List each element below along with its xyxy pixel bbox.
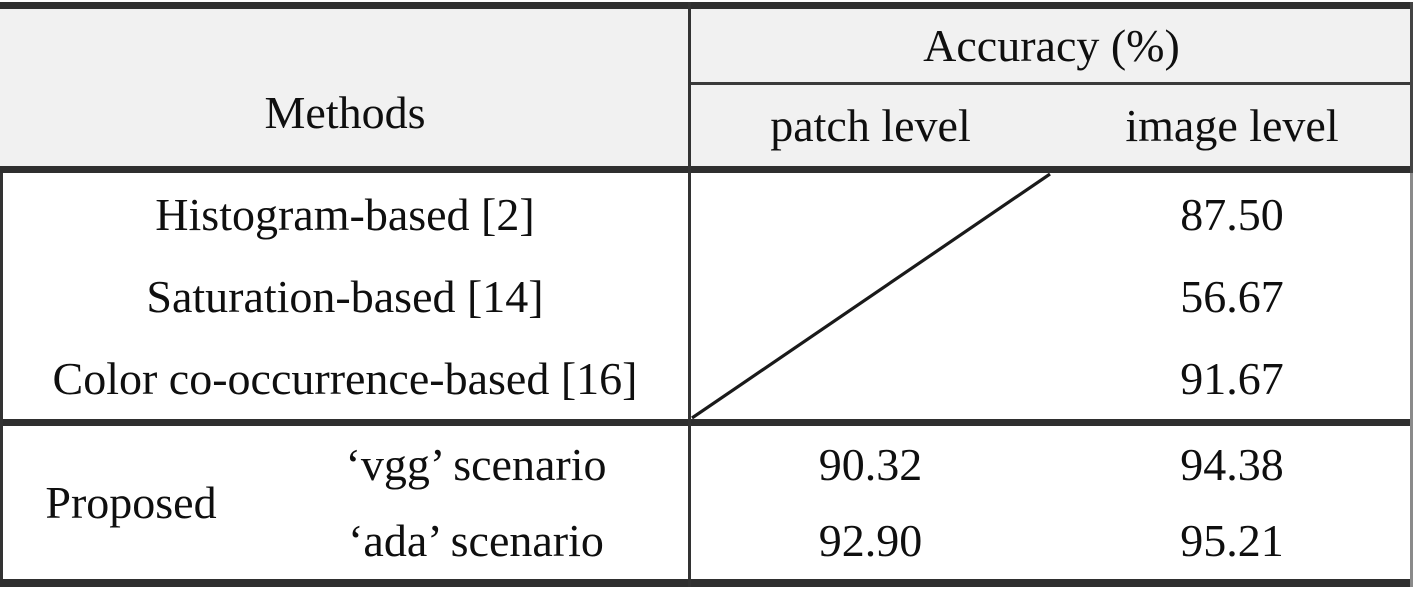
group-separator-rule bbox=[0, 419, 1413, 426]
method-name-cell: Saturation-based [14] bbox=[0, 255, 690, 337]
methods-header-label: Methods bbox=[264, 87, 426, 138]
header-bottom-rule bbox=[0, 166, 1413, 173]
accuracy-header-label: Accuracy (%) bbox=[923, 20, 1180, 71]
image-level-header-cell: image level bbox=[1051, 85, 1413, 166]
image-level-value-cell: 87.50 bbox=[1051, 173, 1413, 255]
patch-level-value: 90.32 bbox=[818, 438, 923, 490]
table-top-rule bbox=[0, 2, 1413, 9]
methods-header-cell: Methods bbox=[0, 9, 690, 166]
patch-level-value-cell: 90.32 bbox=[690, 426, 1051, 503]
patch-level-value-cell: 92.90 bbox=[690, 503, 1051, 580]
table-right-border-header bbox=[1410, 2, 1413, 173]
patch-level-na-cell bbox=[690, 255, 1051, 337]
method-name: Histogram-based [2] bbox=[155, 188, 535, 240]
proposed-label: Proposed bbox=[45, 477, 217, 528]
image-level-value: 91.67 bbox=[1180, 352, 1284, 404]
image-level-value: 87.50 bbox=[1180, 188, 1284, 240]
image-level-value: 95.21 bbox=[1180, 515, 1284, 567]
scenario-label-cell: ‘ada’ scenario bbox=[262, 503, 690, 580]
table-bottom-rule bbox=[0, 579, 1413, 587]
image-level-header-label: image level bbox=[1125, 100, 1339, 151]
table-right-border bbox=[1410, 2, 1413, 587]
baseline-methods-group: Histogram-based [2] 87.50 Saturation-bas… bbox=[0, 173, 1413, 419]
scenario-label-cell: ‘vgg’ scenario bbox=[262, 426, 690, 503]
accuracy-header-cell: Accuracy (%) bbox=[690, 9, 1413, 85]
patch-level-na-cell bbox=[690, 173, 1051, 255]
method-name: Saturation-based [14] bbox=[146, 270, 544, 322]
method-name-cell: Histogram-based [2] bbox=[0, 173, 690, 255]
method-name-cell: Color co-occurrence-based [16] bbox=[0, 337, 690, 419]
patch-level-value: 92.90 bbox=[818, 515, 923, 567]
proposed-label-cell: Proposed bbox=[0, 426, 262, 579]
image-level-value-cell: 94.38 bbox=[1051, 426, 1413, 503]
patch-level-header-label: patch level bbox=[770, 100, 971, 151]
image-level-value-cell: 56.67 bbox=[1051, 255, 1413, 337]
methods-accuracy-divider bbox=[688, 2, 691, 587]
table-header: Methods Accuracy (%) patch level image l… bbox=[0, 9, 1413, 166]
image-level-value: 94.38 bbox=[1180, 438, 1284, 490]
method-name: Color co-occurrence-based [16] bbox=[52, 352, 638, 404]
scenario-label: ‘ada’ scenario bbox=[348, 515, 604, 567]
image-level-value-cell: 91.67 bbox=[1051, 337, 1413, 419]
table-left-border bbox=[0, 173, 3, 579]
image-level-value-cell: 95.21 bbox=[1051, 503, 1413, 580]
patch-level-header-cell: patch level bbox=[690, 85, 1051, 166]
image-level-value: 56.67 bbox=[1180, 270, 1284, 322]
proposed-methods-group: Proposed ‘vgg’ scenario 90.32 94.38 ‘ada… bbox=[0, 426, 1413, 579]
scenario-label: ‘vgg’ scenario bbox=[345, 438, 607, 490]
patch-level-na-cell bbox=[690, 337, 1051, 419]
